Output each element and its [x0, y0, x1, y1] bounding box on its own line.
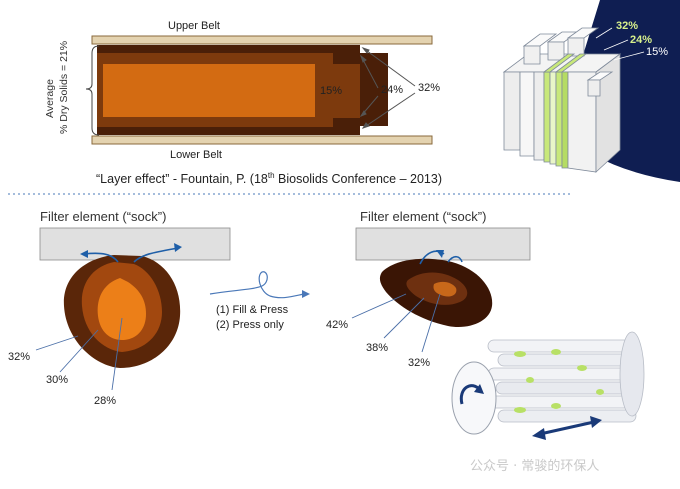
- left-flow-arrows: [83, 247, 179, 263]
- lower-belt: [91, 135, 433, 145]
- reciprocating-arrow: [532, 416, 602, 440]
- pct-15-label: 15%: [320, 85, 343, 97]
- right-pct-middle: 38%: [366, 342, 389, 354]
- leader-32: [595, 27, 613, 39]
- block-pct-32: 32%: [616, 20, 639, 32]
- leader-24: [603, 39, 629, 51]
- right-pct-inner: 32%: [408, 357, 431, 369]
- right-sock-inner: [433, 281, 457, 297]
- left-filter-element: [39, 227, 231, 261]
- leader-15: [613, 51, 645, 61]
- y-axis-label-line2: % Dry Solids = 21%: [58, 40, 70, 134]
- watermark: 公众号 · 常骏的环保人: [470, 459, 600, 474]
- left-pct-outer: 32%: [8, 351, 31, 363]
- block-pct-24: 24%: [630, 34, 653, 46]
- pct-24-label: 24%: [381, 84, 404, 96]
- left-pct-inner: 28%: [94, 395, 117, 407]
- cylinder-filter: [451, 331, 645, 435]
- citation: “Layer effect” - Fountain, P. (18th Bios…: [96, 171, 442, 187]
- pct-32-label: 32%: [418, 82, 441, 94]
- process-arrow[interactable]: [209, 271, 305, 299]
- upper-belt-label: Upper Belt: [168, 20, 220, 32]
- inner-cake-layer: [103, 64, 315, 117]
- arrow-32-down: [362, 92, 416, 129]
- y-axis-label-line1: Average: [44, 79, 56, 118]
- right-sock-title: Filter element (“sock”): [360, 209, 487, 224]
- right-pct-outer: 42%: [326, 319, 349, 331]
- upper-belt: [91, 35, 433, 45]
- block-pct-15: 15%: [646, 46, 669, 58]
- lower-belt-label: Lower Belt: [170, 149, 222, 161]
- thickness-brace: [85, 45, 100, 136]
- arrow-32-up: [362, 47, 416, 87]
- left-sock-title: Filter element (“sock”): [40, 209, 167, 224]
- left-sock-inner: [97, 278, 146, 340]
- step-fill-press: (1) Fill & Press: [216, 304, 289, 316]
- right-filter-element: [355, 227, 531, 261]
- step-press-only: (2) Press only: [216, 319, 284, 331]
- cake-block-3d: [502, 27, 622, 173]
- left-pct-middle: 30%: [46, 374, 69, 386]
